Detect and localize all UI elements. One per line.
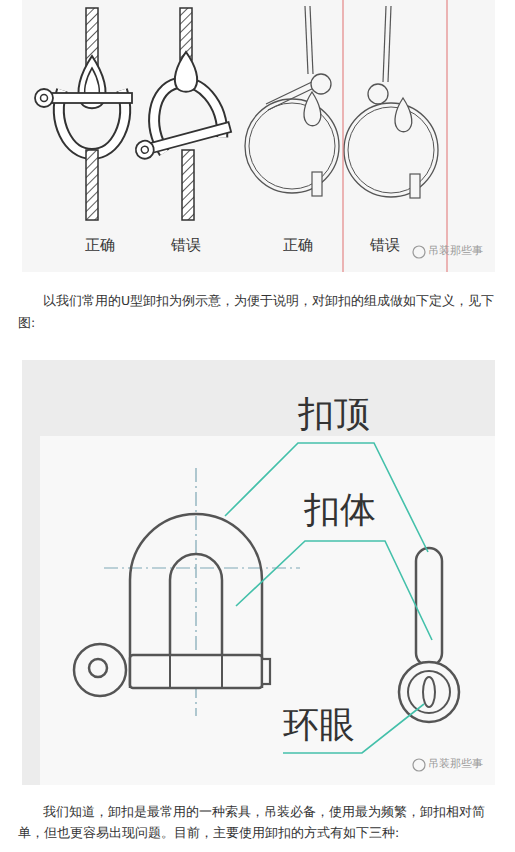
part-name: 环眼 bbox=[283, 703, 355, 746]
pin-eye bbox=[74, 644, 126, 696]
verdict-label: 错误 bbox=[171, 236, 201, 254]
paragraph: 以我们常用的U型卸扣为例示意，为便于说明，对卸扣的组成做如下定义，见下图: bbox=[18, 290, 497, 334]
shackle-front-view bbox=[74, 514, 270, 696]
shackle-pin bbox=[130, 655, 262, 688]
ring-wrong bbox=[344, 6, 438, 198]
leader-line bbox=[225, 443, 428, 552]
sleeve bbox=[312, 172, 322, 196]
shackle-wrong bbox=[122, 8, 233, 220]
shackle-pin bbox=[221, 655, 223, 688]
photo-ground bbox=[22, 0, 495, 272]
eye-loop bbox=[368, 84, 388, 104]
shackle-bow bbox=[416, 548, 442, 666]
watermark: 吊装那些事 bbox=[428, 757, 483, 770]
eye-loop bbox=[311, 74, 331, 94]
photo-ground bbox=[22, 360, 495, 785]
wire-rope bbox=[310, 6, 313, 74]
thimble bbox=[304, 92, 321, 126]
thimble bbox=[395, 98, 412, 132]
leader-line bbox=[236, 541, 432, 640]
rope bbox=[182, 150, 194, 220]
leader-lines bbox=[225, 443, 432, 753]
pin-eye bbox=[89, 659, 107, 677]
rope bbox=[86, 150, 98, 220]
photo-ground bbox=[40, 436, 495, 785]
divider-line bbox=[447, 0, 448, 272]
shackle-pin bbox=[149, 122, 231, 153]
pin-eye bbox=[35, 89, 53, 107]
shackle-pin bbox=[50, 93, 132, 103]
lifting-ring bbox=[348, 107, 434, 193]
leader-line bbox=[283, 704, 424, 753]
pin-end bbox=[262, 659, 270, 684]
shackle-pin bbox=[423, 677, 435, 707]
pin-eye bbox=[41, 95, 48, 102]
part-name: 扣顶 bbox=[298, 392, 370, 435]
lifting-ring bbox=[245, 99, 339, 193]
watermark-icon bbox=[413, 246, 425, 258]
pin-eye bbox=[141, 145, 150, 154]
part-name: 扣体 bbox=[304, 488, 376, 531]
wire-rope bbox=[383, 6, 386, 82]
pin-eye bbox=[399, 662, 459, 722]
wire-rope bbox=[388, 6, 391, 82]
center-line bbox=[104, 567, 300, 568]
shackle-pin bbox=[169, 655, 171, 688]
pin-eye bbox=[408, 671, 450, 713]
shackle-bow bbox=[170, 554, 222, 655]
thimble bbox=[175, 52, 197, 92]
sleeve bbox=[410, 174, 420, 198]
pin-eye bbox=[134, 139, 156, 161]
lifting-ring bbox=[344, 103, 438, 197]
verdict-label: 错误 bbox=[370, 236, 400, 254]
verdict-label: 正确 bbox=[85, 236, 115, 254]
divider-line bbox=[343, 0, 344, 272]
ring-correct bbox=[245, 6, 339, 196]
watermark-icon bbox=[413, 759, 425, 771]
shackle-correct bbox=[35, 8, 132, 220]
watermark: 吊装那些事 bbox=[428, 244, 483, 257]
paragraph: 我们知道，卸扣是最常用的一种索具，吊装必备，使用最为频繁，卸扣相对简单，但也更容… bbox=[18, 801, 497, 843]
verdict-label: 正确 bbox=[283, 236, 313, 254]
wire-rope bbox=[305, 6, 308, 74]
